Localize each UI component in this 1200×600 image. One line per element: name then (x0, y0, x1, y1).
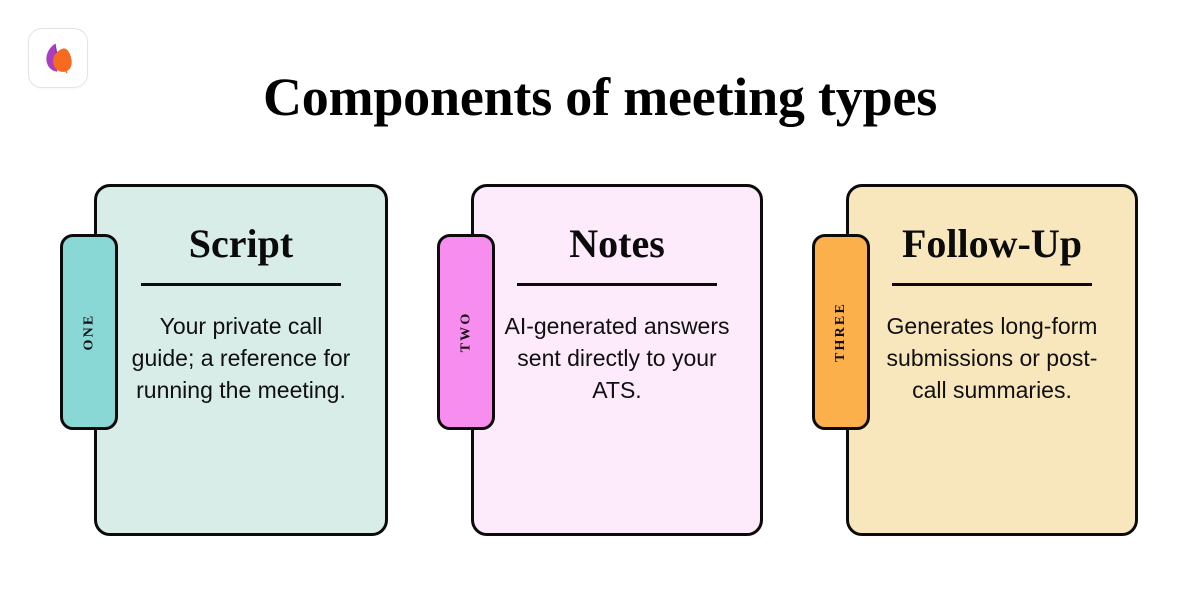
card-heading: Follow-Up (902, 221, 1082, 266)
card-divider (892, 283, 1092, 286)
card-panel: Script Your private call guide; a refere… (94, 184, 388, 536)
card-body-text: AI-generated answers sent directly to yo… (504, 313, 730, 403)
page-title: Components of meeting types (262, 67, 938, 127)
card-script[interactable]: Script Your private call guide; a refere… (60, 184, 388, 536)
card-panel: Notes AI-generated answers sent directly… (471, 184, 763, 536)
leaf-logo-icon (38, 38, 78, 78)
card-heading: Script (188, 221, 294, 266)
card-number-tab[interactable]: THREE (812, 234, 870, 430)
card-number-label: TWO (457, 311, 473, 353)
cards-row: Script Your private call guide; a refere… (0, 184, 1200, 536)
card-number-tab[interactable]: TWO (437, 234, 495, 430)
card-divider (141, 283, 341, 286)
card-number-label: ONE (80, 313, 96, 351)
app-logo-badge[interactable] (28, 28, 88, 88)
card-panel: Follow-Up Generates long-form submission… (846, 184, 1138, 536)
card-follow-up[interactable]: Follow-Up Generates long-form submission… (812, 184, 1138, 536)
card-heading: Notes (569, 221, 665, 266)
card-body-text: Your private call guide; a reference for… (131, 313, 351, 403)
card-divider (517, 283, 717, 286)
card-body-text: Generates long-form submissions or post-… (886, 313, 1098, 403)
card-number-tab[interactable]: ONE (60, 234, 118, 430)
card-notes[interactable]: Notes AI-generated answers sent directly… (437, 184, 763, 536)
card-number-label: THREE (833, 301, 849, 363)
